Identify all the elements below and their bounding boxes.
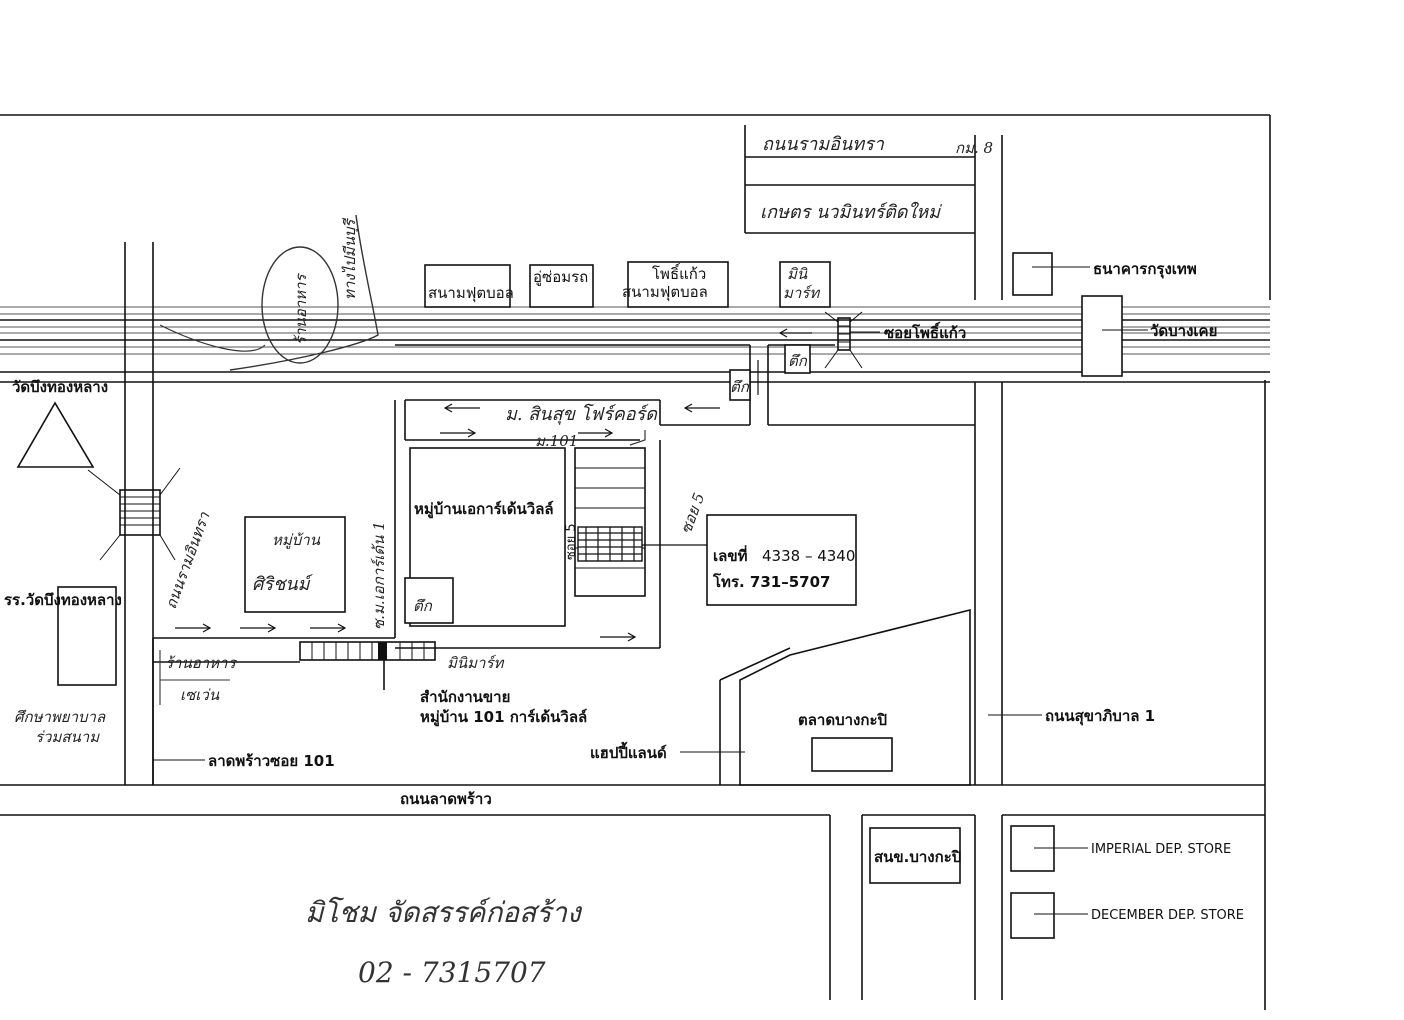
moo-101-label: ม.101 — [535, 432, 578, 450]
ladprao-road — [0, 784, 1265, 1000]
shop-top-box — [784, 344, 811, 374]
crosswalk-small — [824, 311, 863, 369]
school-box — [57, 586, 117, 686]
village-boundary — [244, 447, 566, 627]
temple-bangkhoei-box — [1081, 295, 1123, 377]
canal-road — [0, 306, 1270, 383]
football-field-1 — [424, 264, 511, 308]
hand-restaurant-label: ร้านอาหาร — [165, 654, 237, 672]
market-area — [719, 608, 971, 786]
top-buildings — [424, 252, 1123, 401]
sales-office-1: สำนักงานขาย — [420, 688, 510, 706]
december-label: DECEMBER DEP. STORE — [1091, 908, 1244, 923]
imperial-label: IMPERIAL DEP. STORE — [1091, 842, 1231, 857]
inner-roads — [152, 344, 975, 785]
temple-triangle — [16, 401, 95, 468]
mini-mart-box — [779, 261, 831, 308]
village-garden-label: หมู่บ้านเอการ์เด้นวิลล์ — [414, 500, 554, 519]
road-ladprao-label: ถนนลาดพร้าว — [400, 790, 492, 808]
temple-bungthonglang-label: วัดบึงทองหลาง — [12, 378, 108, 396]
shophouse-row — [299, 641, 436, 690]
top-road-km: กม. 8 — [955, 139, 993, 157]
target-no-value: 4338 – 4340 — [762, 547, 855, 565]
soi-phosikaew-label: ซอยโพธิ์แก้ว — [884, 321, 966, 342]
bank-box — [1012, 252, 1053, 296]
football-1-label: สนามฟุตบอล — [428, 284, 514, 303]
leader-lines — [153, 266, 1148, 915]
mini-label-1: มินิ — [787, 265, 808, 283]
hand-mini-label: มินิมาร์ท — [447, 654, 505, 672]
road-sukhaphiban-label: ถนนสุขาภิบาล 1 — [1045, 707, 1155, 726]
shop-top-label: ตึก — [788, 352, 808, 370]
hand-hospital-label: ศึกษาพยาบาล — [14, 708, 106, 726]
garage-box — [529, 264, 594, 308]
market-box — [811, 737, 893, 772]
mini-label-2: มาร์ท — [783, 284, 820, 302]
market-label: ตลาดบางกะปิ — [798, 711, 887, 729]
top-road-label: ถนนรามอินทรา — [762, 134, 885, 155]
hand-village2-label: ศิริชนม์ — [252, 574, 313, 595]
crosswalk — [87, 467, 181, 561]
hand-seven-label: เซเว่น — [180, 686, 220, 704]
target-no-label: เลขที่ — [713, 545, 748, 565]
shop-top2-label: ตึก — [730, 378, 750, 396]
top-road — [744, 125, 975, 234]
football-2-label: สนามฟุตบอล — [622, 283, 708, 302]
hand-village-label: หมู่บ้าน — [272, 531, 321, 549]
shop-top2-box — [729, 369, 751, 401]
soi-101-label: ลาดพร้าวซอย 101 — [208, 752, 335, 770]
garage-label: อู่ซ่อมรถ — [533, 268, 588, 286]
hand-curve-label: ทางไปมีนบุรี — [341, 218, 359, 300]
target-tel: โทร. 731–5707 — [712, 572, 830, 591]
hand-circle-label: ร้านอาหาร — [292, 273, 310, 345]
hand-soi-label: ซ.ม.เอการ์เด้น 1 — [370, 521, 388, 630]
phone-hand: 02 - 7315707 — [358, 956, 546, 989]
soi-5-label: ซอย 5 — [677, 490, 708, 536]
campus-label: เกษตร นวมินทร์ติดใหม่ — [760, 201, 942, 223]
soi-5-small-label: ซอย 5 — [564, 523, 579, 560]
lower-buildings — [57, 586, 1055, 939]
temple-bangkhoei-label: วัดบางเคย — [1150, 322, 1217, 340]
hand-road-label: ถนนรามอินทรา — [162, 509, 214, 611]
hand-hospital2-label: ร่วมสนาม — [35, 728, 100, 746]
sales-office-2: หมู่บ้าน 101 การ์เด้นวิลล์ — [420, 708, 587, 727]
district-office-box — [869, 827, 961, 884]
district-office-label: สนข.บางกะปิ — [874, 848, 961, 866]
row-houses — [574, 447, 646, 597]
traffic-arrows — [175, 328, 812, 642]
hand-marks — [159, 214, 646, 705]
happyland-label: แฮปปี้แลนด์ — [590, 741, 667, 762]
shop-mid-label: ตึก — [413, 597, 433, 615]
school-label: รร.วัดบึงทองหลาง — [4, 591, 122, 609]
signature: มิโชม จัดสรรค์ก่อสร้าง — [305, 896, 583, 929]
target-info-box — [706, 514, 857, 606]
moo-sinsuk-label: ม. สินสุข โฟร์คอร์ด — [505, 403, 658, 425]
bank-label: ธนาคารกรุงเทพ — [1093, 260, 1197, 279]
phosikaew-box — [627, 261, 729, 308]
phosikaew-label: โพธิ์แก้ว — [652, 263, 706, 283]
december-box — [1010, 892, 1055, 939]
map-frame — [0, 114, 1271, 1010]
